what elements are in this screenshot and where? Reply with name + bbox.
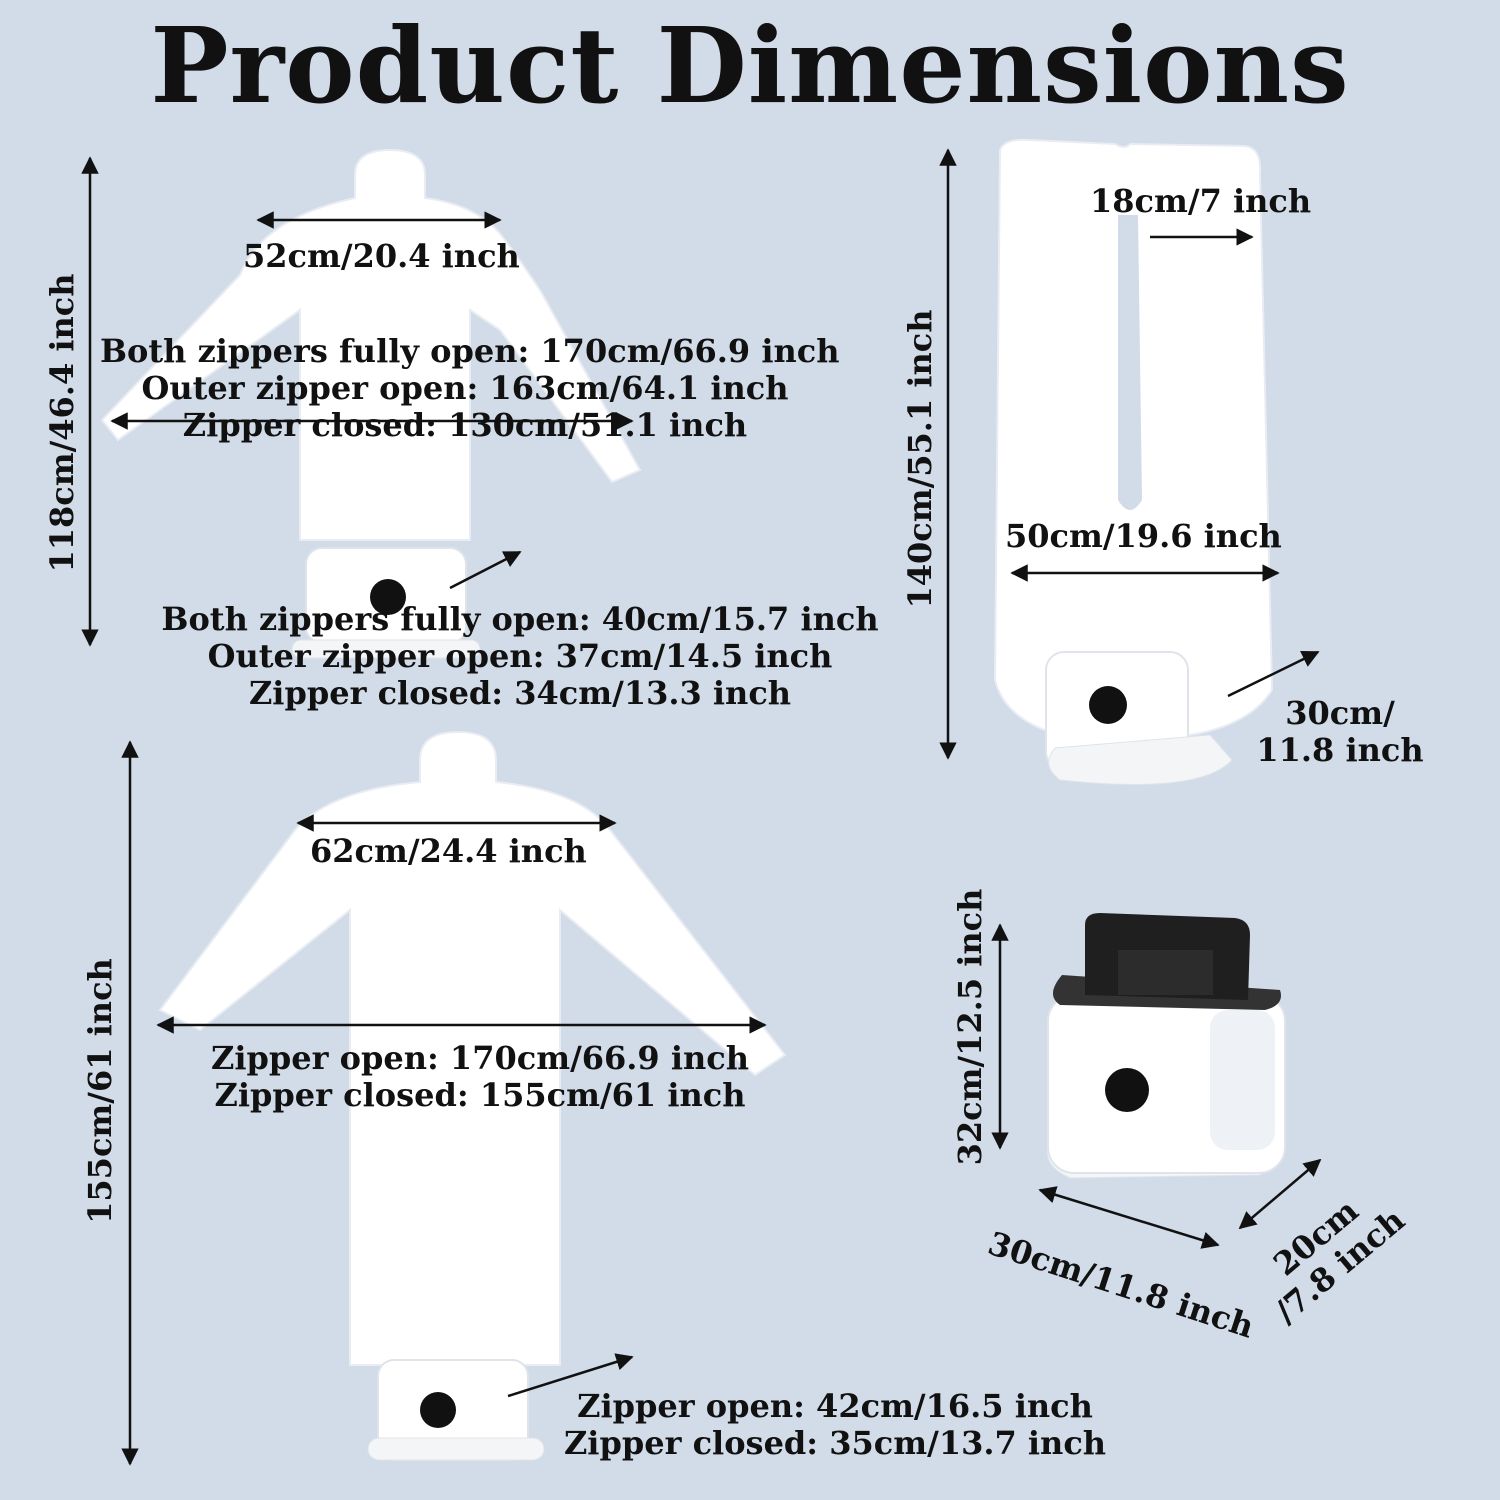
shirt-small-waist-labels: Both zippers fully open: 40cm/15.7 inch … [160,601,880,711]
pants-leg-width-label: 18cm/7 inch [1090,182,1312,220]
shirt-large-waist-line: Zipper open: 42cm/16.5 inch [577,1387,1093,1425]
pants-base-line: 30cm/ [1285,694,1395,732]
shirt-small-width-line: Outer zipper open: 163cm/64.1 inch [141,368,789,407]
page-title: Product Dimensions [150,4,1350,127]
shirt-large-shoulder-label: 62cm/24.4 inch [310,832,587,870]
base-unit-height-label: 32cm/12.5 inch [951,888,989,1166]
shirt-large-waist-line: Zipper closed: 35cm/13.7 inch [563,1423,1107,1462]
pants-waist-label: 50cm/19.6 inch [1005,517,1282,555]
shirt-large-waist-labels: Zipper open: 42cm/16.5 inch Zipper close… [560,1388,1110,1462]
shirt-small-width-labels: Both zippers fully open: 170cm/66.9 inch… [100,332,840,444]
shirt-large-width-line: Zipper closed: 155cm/61 inch [214,1075,746,1114]
shirt-small-width-line: Zipper closed: 130cm/51.1 inch [182,405,748,444]
pants-height-label: 140cm/55.1 inch [901,309,939,609]
shirt-small-waist-line: Both zippers fully open: 40cm/15.7 inch [161,600,879,638]
shirt-large-width-line: Zipper open: 170cm/66.9 inch [211,1039,749,1077]
shirt-small-shoulder-label: 52cm/20.4 inch [243,237,520,275]
shirt-dryer-small-illustration [100,148,642,659]
shirt-small-waist-line: Outer zipper open: 37cm/14.5 inch [207,636,833,675]
shirt-large-height-label: 155cm/61 inch [81,958,119,1224]
pants-base-line: 11.8 inch [1256,730,1424,769]
pants-dryer-illustration [993,138,1274,785]
shirt-small-height-label: 118cm/46.4 inch [43,273,81,573]
shirt-dryer-large-illustration [158,730,787,1461]
shirt-large-width-labels: Zipper open: 170cm/66.9 inch Zipper clos… [200,1040,760,1114]
base-unit-illustration [1046,913,1286,1179]
shirt-small-width-line: Both zippers fully open: 170cm/66.9 inch [100,332,840,370]
dimension-arrows [81,148,1322,1466]
pants-base-label: 30cm/ 11.8 inch [1250,695,1430,769]
shirt-small-waist-line: Zipper closed: 34cm/13.3 inch [248,673,792,712]
